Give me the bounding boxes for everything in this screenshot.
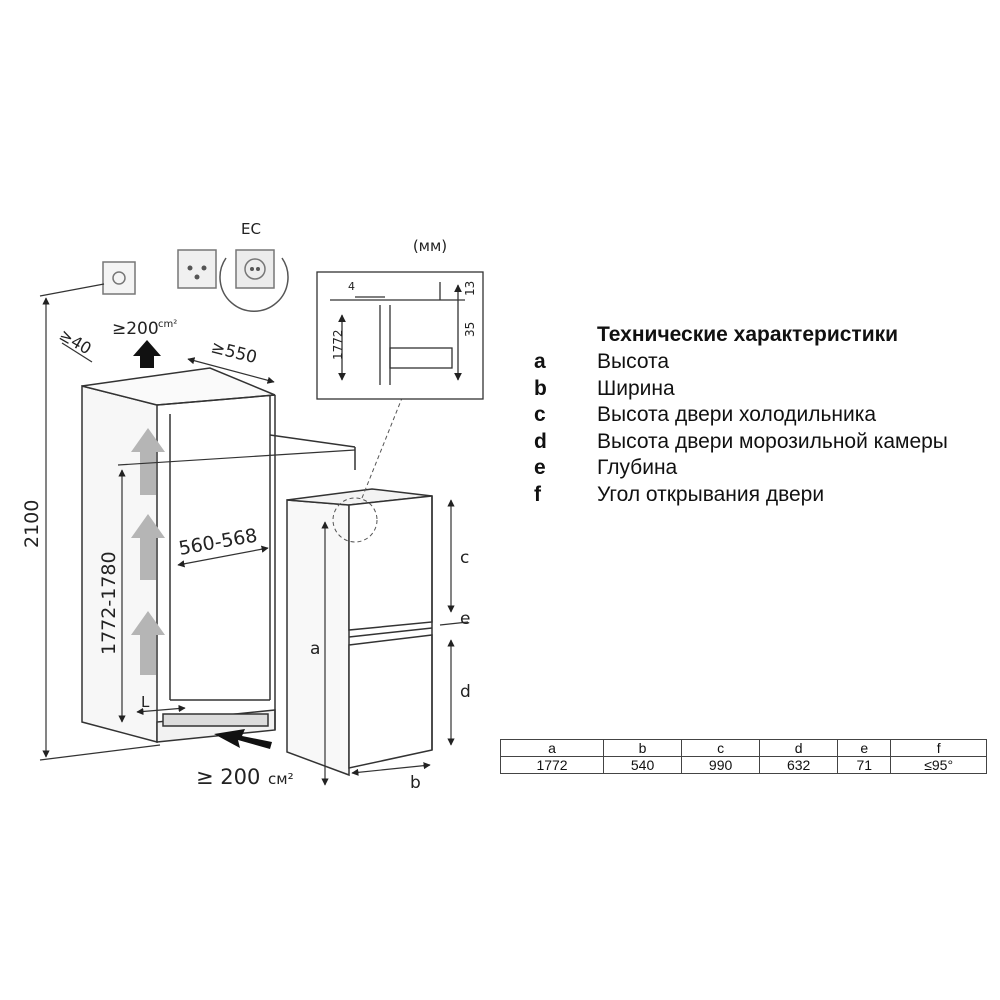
table-cell: 990: [681, 756, 761, 774]
detail-dim-1772: 1772: [331, 329, 345, 360]
table-header-cell: e: [837, 739, 892, 757]
dimension-lines: [39, 283, 356, 761]
table-header-cell: b: [603, 739, 683, 757]
bottom-vent-arrow: [214, 729, 272, 749]
spec-item: f Угол открывания двери: [530, 482, 948, 509]
detail-dim-35: 35: [463, 322, 477, 337]
letter-c: c: [460, 548, 469, 568]
table-row: 1772 540 990 632 71 ≤95°: [499, 756, 987, 774]
specs-list: a Высота b Ширина c Высота двери холодильни…: [530, 349, 948, 508]
wall-outlet-icon: [102, 261, 136, 295]
table-header-cell: f: [890, 739, 987, 757]
table-cell: 540: [603, 756, 683, 774]
dim-top-gap: ≥40: [56, 325, 95, 358]
spec-key: b: [534, 376, 547, 400]
specs-title: Технические характеристики: [597, 323, 899, 346]
airflow-arrows: [131, 428, 165, 675]
dim-bottom-vent-unit: см²: [268, 770, 294, 788]
spec-label: Высота двери холодильника: [597, 403, 877, 426]
spec-key: d: [534, 429, 547, 453]
fridge-dimension-lines: [321, 499, 469, 786]
spec-item: a Высота: [530, 349, 948, 376]
spec-item: d Высота двери морозильной камеры: [530, 429, 948, 456]
refrigerator-outline: [286, 488, 433, 777]
spec-label: Высота двери морозильной камеры: [597, 429, 948, 453]
ec-label: EC: [241, 220, 261, 238]
spec-item: e Глубина: [530, 455, 948, 482]
table-header-row: a b c d e f: [499, 739, 987, 757]
table-header-cell: d: [759, 739, 839, 757]
dim-niche-height: 1772-1780: [98, 551, 120, 655]
dimensions-table: a b c d e f 1772 540 990 632 71 ≤95°: [499, 739, 987, 774]
dim-total-height: 2100: [21, 500, 43, 548]
detail-callout-circle: [332, 497, 378, 543]
letter-a: a: [310, 639, 320, 659]
letter-b: b: [410, 773, 421, 793]
table-cell: 71: [837, 756, 892, 774]
hinge-detail-box: [316, 271, 484, 400]
dim-top-vent-unit: cm²: [158, 319, 177, 330]
spec-label: Ширина: [597, 376, 675, 400]
spec-item: b Ширина: [530, 376, 948, 403]
schuko-socket-icon: [219, 249, 289, 312]
spec-key: c: [534, 403, 546, 426]
table-header-cell: a: [499, 739, 605, 757]
table-cell: 632: [759, 756, 839, 774]
spec-label: Угол открывания двери: [597, 482, 825, 506]
dim-top-vent: ≥200: [112, 319, 159, 339]
dim-niche-width: 560-568: [177, 524, 259, 559]
ec-socket-icon: [177, 249, 217, 289]
detail-dim-4: 4: [348, 280, 355, 293]
spec-label: Глубина: [597, 456, 678, 479]
label-L: L: [141, 693, 150, 711]
letter-e: e: [460, 609, 470, 629]
dim-bottom-vent: ≥ 200: [196, 765, 260, 789]
top-vent-arrow: [133, 340, 161, 368]
dim-min-depth: ≥550: [209, 337, 259, 368]
detail-dim-13: 13: [463, 281, 477, 296]
table-header-cell: c: [681, 739, 761, 757]
units-label: (мм): [413, 237, 447, 255]
spec-label: Высота: [597, 350, 670, 373]
spec-key: a: [534, 350, 546, 373]
table-cell: ≤95°: [890, 756, 987, 774]
spec-key: f: [534, 482, 541, 506]
letter-d: d: [460, 682, 471, 702]
table-cell: 1772: [499, 756, 605, 774]
spec-item: c Высота двери холодильника: [530, 402, 948, 429]
spec-key: e: [534, 456, 546, 479]
